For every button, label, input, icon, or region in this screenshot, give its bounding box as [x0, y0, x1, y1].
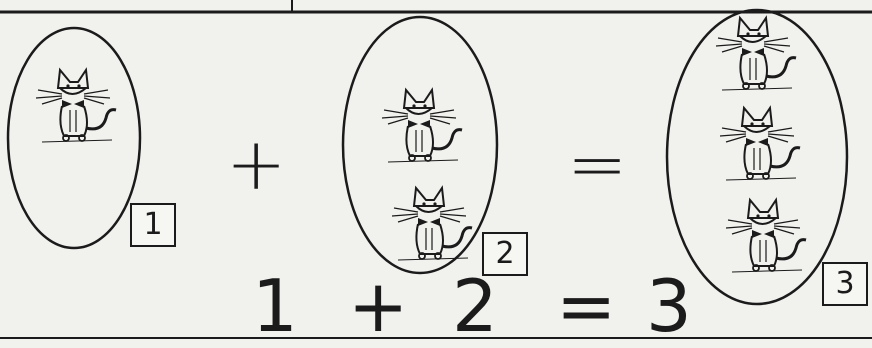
equation-equals: =: [556, 270, 616, 342]
equation-plus: +: [348, 270, 408, 342]
group-3-oval: [667, 10, 847, 304]
equation-a: 1: [252, 270, 298, 342]
cat-icon: [716, 18, 796, 90]
cat-icon: [726, 200, 806, 272]
worksheet-scene: [0, 0, 872, 340]
equals-sign: =: [567, 128, 627, 200]
cat-icon: [36, 70, 116, 142]
cat-icon: [720, 108, 800, 180]
group-1-count: 1: [130, 203, 176, 247]
equation-result: 3: [646, 270, 692, 342]
group-1-oval: [8, 28, 140, 248]
cat-icon: [392, 188, 472, 260]
plus-sign: +: [226, 128, 286, 200]
equation-b: 2: [452, 270, 498, 342]
group-2-oval: [343, 17, 497, 273]
group-3-count: 3: [822, 262, 868, 306]
cat-icon: [382, 90, 462, 162]
